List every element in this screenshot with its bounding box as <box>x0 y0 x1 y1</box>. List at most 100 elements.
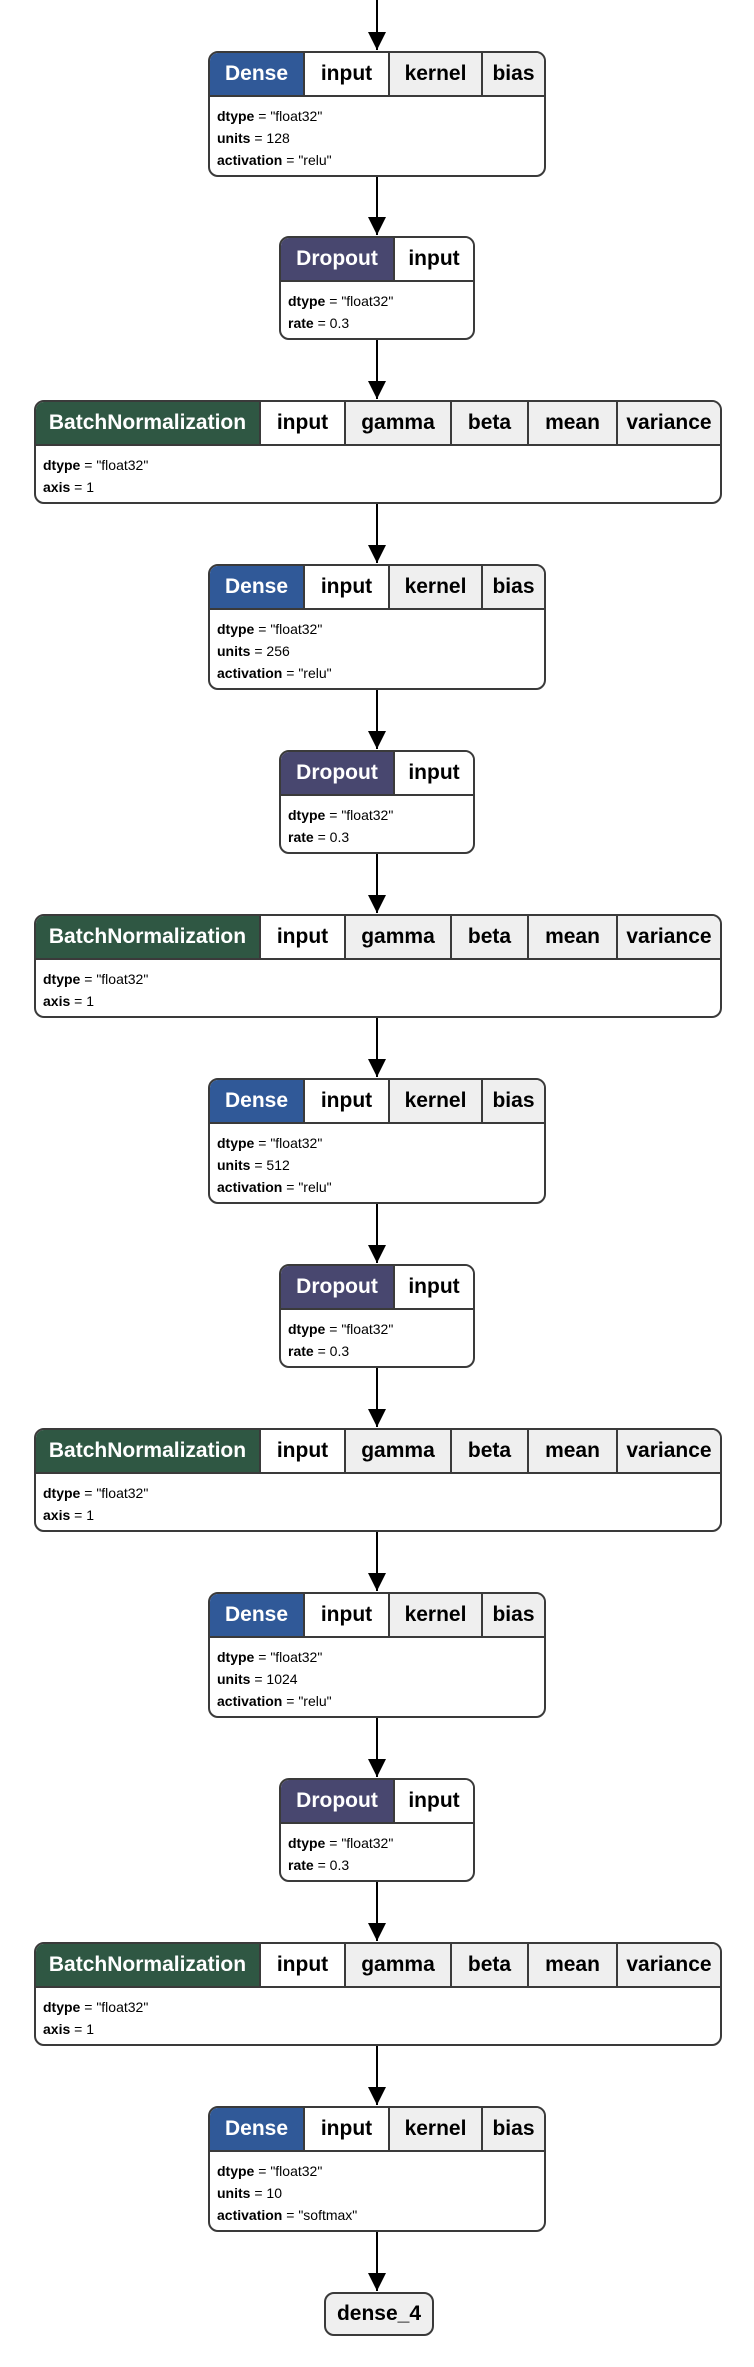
attr-row: dtype = "float32" <box>288 1832 466 1854</box>
port-input: input <box>259 402 344 444</box>
node-type-label: Dense <box>210 2108 303 2150</box>
port-mean: mean <box>527 1430 616 1472</box>
attr-key: activation <box>217 2207 283 2223</box>
attr-equals: = <box>80 971 97 987</box>
node-type-label: BatchNormalization <box>36 1430 259 1472</box>
attr-row: dtype = "float32" <box>288 290 466 312</box>
port-beta: beta <box>450 1944 527 1986</box>
attr-equals: = <box>313 829 330 845</box>
port-input: input <box>393 1780 473 1822</box>
attr-equals: = <box>313 315 330 331</box>
node-type-label: BatchNormalization <box>36 916 259 958</box>
port-beta: beta <box>450 402 527 444</box>
output-node[interactable]: dense_4 <box>324 2292 434 2336</box>
attr-equals: = <box>325 1321 342 1337</box>
attr-value: 10 <box>266 2185 282 2201</box>
attr-value: "float32" <box>270 1649 323 1665</box>
port-bias: bias <box>481 1594 544 1636</box>
attr-value: "relu" <box>298 152 332 168</box>
attr-value: "float32" <box>270 2163 323 2179</box>
attr-key: dtype <box>288 293 326 309</box>
port-beta: beta <box>450 916 527 958</box>
port-mean: mean <box>527 402 616 444</box>
attr-row: dtype = "float32" <box>217 1646 537 1668</box>
port-variance: variance <box>616 1944 720 1986</box>
attr-key: activation <box>217 152 283 168</box>
port-input: input <box>393 238 473 280</box>
attr-value: "float32" <box>270 108 323 124</box>
port-gamma: gamma <box>344 1430 450 1472</box>
port-bias: bias <box>481 566 544 608</box>
attr-row: dtype = "float32" <box>43 454 713 476</box>
port-input: input <box>393 1266 473 1308</box>
attr-value: 0.3 <box>329 1343 350 1359</box>
port-input: input <box>303 1594 388 1636</box>
attr-row: dtype = "float32" <box>43 1482 713 1504</box>
attr-key: activation <box>217 1693 283 1709</box>
attr-equals: = <box>282 2207 299 2223</box>
attr-row: activation = "relu" <box>217 1176 537 1198</box>
port-variance: variance <box>616 1430 720 1472</box>
port-gamma: gamma <box>344 402 450 444</box>
attr-value: "float32" <box>270 1135 323 1151</box>
attr-key: units <box>217 1157 251 1173</box>
port-kernel: kernel <box>388 566 481 608</box>
attr-equals: = <box>80 457 97 473</box>
attr-row: dtype = "float32" <box>217 105 537 127</box>
port-beta: beta <box>450 1430 527 1472</box>
attr-row: activation = "softmax" <box>217 2204 537 2226</box>
attr-equals: = <box>254 108 271 124</box>
attr-value: "float32" <box>270 621 323 637</box>
port-kernel: kernel <box>388 1594 481 1636</box>
attr-value: 0.3 <box>329 1857 350 1873</box>
attr-row: dtype = "float32" <box>288 1318 466 1340</box>
node-type-label: Dropout <box>281 1266 393 1308</box>
attr-key: dtype <box>288 1835 326 1851</box>
attr-row: activation = "relu" <box>217 1690 537 1712</box>
port-mean: mean <box>527 1944 616 1986</box>
attr-value: 1 <box>86 1507 95 1523</box>
port-input: input <box>303 2108 388 2150</box>
attr-key: dtype <box>217 108 255 124</box>
port-mean: mean <box>527 916 616 958</box>
attr-row: axis = 1 <box>43 1504 713 1526</box>
node-attributes: dtype = "float32"axis = 1 <box>36 1988 720 2040</box>
attr-value: "float32" <box>341 293 394 309</box>
attr-value: "relu" <box>298 1179 332 1195</box>
port-input: input <box>393 752 473 794</box>
attr-equals: = <box>325 807 342 823</box>
attr-equals: = <box>250 130 267 146</box>
attr-key: dtype <box>43 971 81 987</box>
port-input: input <box>259 916 344 958</box>
node-attributes: dtype = "float32"axis = 1 <box>36 446 720 498</box>
port-variance: variance <box>616 402 720 444</box>
attr-value: 1 <box>86 2021 95 2037</box>
attr-value: "float32" <box>96 457 149 473</box>
attr-row: rate = 0.3 <box>288 312 466 334</box>
attr-key: dtype <box>43 1999 81 2015</box>
attr-equals: = <box>254 621 271 637</box>
attr-key: axis <box>43 993 71 1009</box>
attr-value: "float32" <box>341 1835 394 1851</box>
attr-key: units <box>217 1671 251 1687</box>
attr-key: activation <box>217 665 283 681</box>
